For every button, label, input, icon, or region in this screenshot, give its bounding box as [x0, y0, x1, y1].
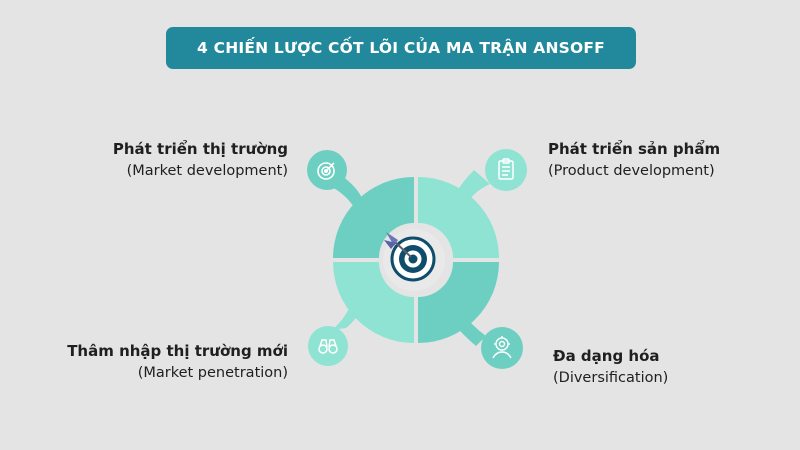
center-target: [383, 229, 445, 291]
page-title: 4 CHIẾN LƯỢC CỐT LÕI CỦA MA TRẬN ANSOFF: [197, 39, 605, 57]
strategy-name: Phát triển sản phẩm: [548, 140, 721, 158]
icon-bubble-bottom-right: [481, 327, 523, 369]
strategy-english-name: (Product development): [548, 163, 715, 179]
icon-bubble-top-left: [307, 150, 347, 190]
strategy-english-name: (Market penetration): [137, 365, 288, 381]
target-icon: [317, 162, 335, 180]
icon-bubble-bottom-left: [308, 326, 348, 366]
quadrant-top-left: [333, 177, 414, 258]
strategy-name: Thâm nhập thị trường mới: [67, 342, 288, 360]
clipboard-icon: [498, 158, 514, 180]
title-banner: 4 CHIẾN LƯỢC CỐT LÕI CỦA MA TRẬN ANSOFF: [166, 27, 636, 69]
quadrant-bottom-left: [333, 262, 414, 343]
strategy-label-bottom-left: Thâm nhập thị trường mới (Market penetra…: [67, 340, 288, 384]
strategy-label-top-right: Phát triển sản phẩm (Product development…: [548, 138, 720, 182]
strategy-label-bottom-right: Đa dạng hóa (Diversification): [553, 345, 668, 389]
icon-bubble-top-right: [485, 149, 527, 191]
quadrant-bottom-right: [418, 262, 499, 343]
quadrant-top-right: [418, 177, 499, 258]
strategy-name: Phát triển thị trường: [112, 140, 288, 158]
dart-icon: [384, 232, 412, 258]
strategy-english-name: (Diversification): [553, 370, 669, 386]
ring: [333, 177, 499, 343]
binoculars-icon: [318, 339, 338, 354]
strategy-name: Đa dạng hóa: [553, 347, 660, 365]
team-gear-icon: [492, 336, 512, 359]
strategy-english-name: (Market development): [126, 163, 288, 179]
strategy-label-top-left: Phát triển thị trường (Market developmen…: [113, 138, 288, 182]
